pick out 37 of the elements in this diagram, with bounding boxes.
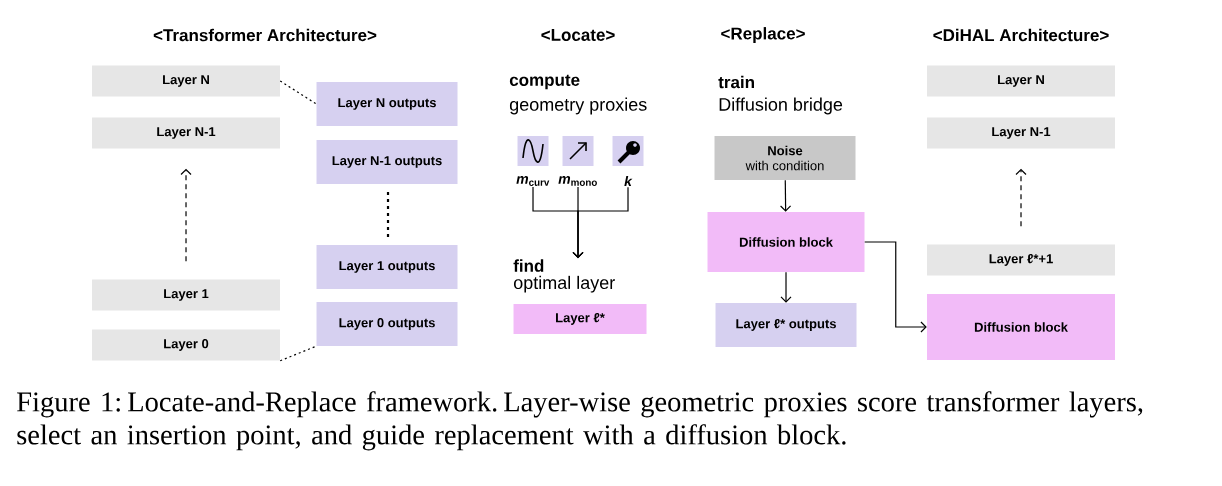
layer-box: Layer 1: [92, 279, 280, 311]
arrow: [864, 241, 927, 333]
layer-box: Layer N outputs: [316, 82, 458, 126]
symbol-label: m$_{curv}$: [516, 176, 550, 186]
layer-box: Diffusion block: [927, 294, 1115, 360]
arrow: [572, 186, 629, 259]
section-title: <Locate>: [541, 29, 615, 41]
layer-box: Layer N: [927, 65, 1115, 97]
layer-box: Layer ℓ* outputs: [715, 303, 857, 347]
layer-box: Layer ℓ*+1: [927, 244, 1115, 276]
layer-box: Layer N-1 outputs: [316, 140, 458, 184]
layer-box: Layer 0 outputs: [316, 302, 458, 346]
step-heading: train: [718, 75, 754, 89]
step-subtitle: geometry proxies: [509, 97, 647, 115]
step-heading: find optimal layer: [513, 259, 615, 293]
layer-box: Layer ℓ*: [513, 304, 647, 334]
section-title: <Transformer Architecture>: [153, 28, 377, 42]
layer-box: Layer 0: [92, 329, 280, 361]
symbol-label: m$_{mono}$: [558, 176, 597, 186]
layer-box: Layer N-1: [92, 117, 280, 149]
arrow: [180, 168, 192, 262]
section-title: <DiHAL Architecture>: [933, 28, 1109, 42]
layer-box: Layer N: [92, 65, 280, 97]
arrow: [780, 179, 792, 212]
layer-box: Layer 1 outputs: [316, 245, 458, 289]
step-heading: compute: [509, 74, 580, 90]
section-title: <Replace>: [721, 27, 805, 43]
layer-box: Layer N-1: [927, 117, 1115, 149]
arrow: [1015, 168, 1027, 227]
symbol-label: k: [624, 175, 633, 187]
figure-caption: Figure 1: Locate-and-Replace framework. Layer-wise geometric proxies score transformer layers, select an insertion point, and guide replacement with a diffusion block.: [17, 391, 1143, 451]
connector-line: [279, 345, 317, 362]
arrow: [780, 271, 792, 303]
connector-line: [279, 80, 317, 105]
input-box: Noise with condition: [714, 136, 856, 180]
layer-box: Diffusion block: [707, 212, 865, 272]
step-subtitle: Diffusion bridge: [719, 97, 843, 115]
